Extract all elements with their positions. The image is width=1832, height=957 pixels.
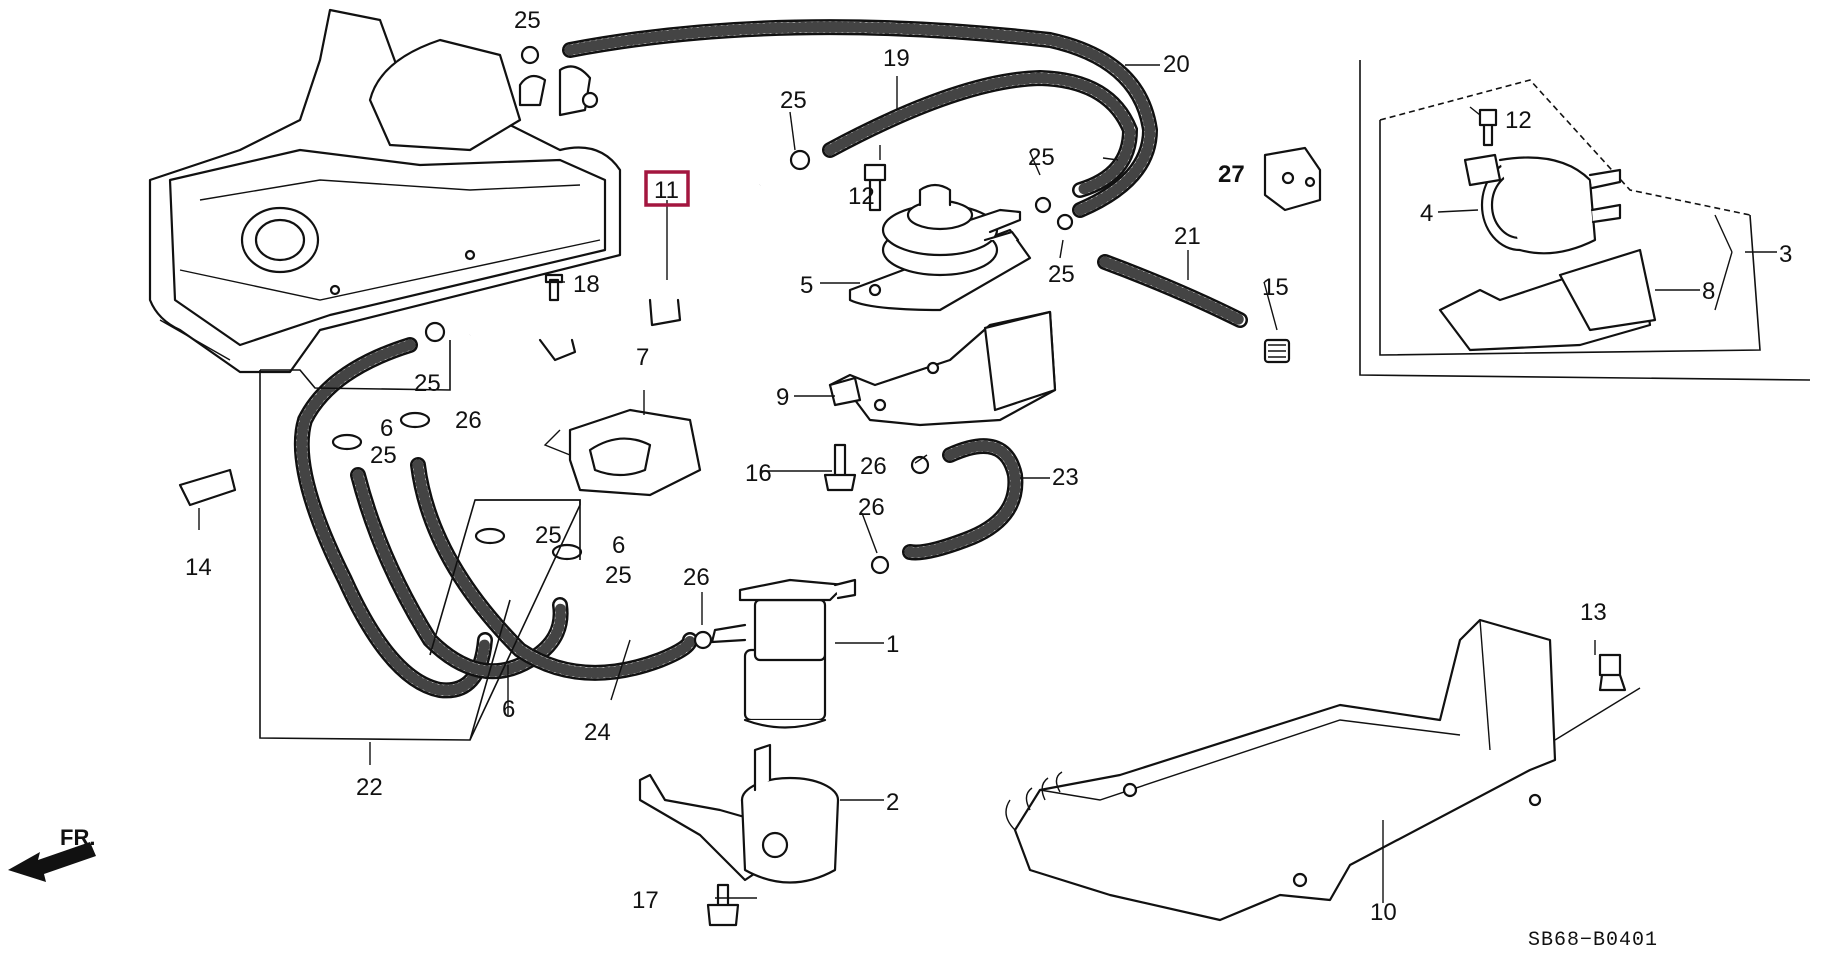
callout-16[interactable]: 16 (745, 460, 772, 487)
callout-14[interactable]: 14 (185, 554, 212, 581)
callout-25b[interactable]: 25 (780, 87, 807, 114)
callout-11[interactable]: 11 (654, 177, 679, 204)
leader-lines (198, 64, 1777, 903)
callout-17[interactable]: 17 (632, 887, 659, 914)
grommet-15 (1263, 338, 1291, 364)
callout-2[interactable]: 2 (886, 789, 899, 816)
inset-assembly-3 (1359, 60, 1811, 381)
skid-plate-10 (1005, 618, 1557, 922)
callout-25e[interactable]: 25 (414, 370, 441, 397)
hose-icon (293, 19, 1248, 699)
callout-6c[interactable]: 6 (502, 696, 515, 723)
fuel-tank-icon (148, 8, 622, 374)
fuel-pump-icon (848, 183, 1032, 312)
bracket-27 (1263, 146, 1322, 212)
group-frame-22 (259, 340, 581, 741)
relay-box-7 (543, 408, 702, 497)
diagram-code: SB68−B0401 (1528, 929, 1658, 952)
callout-21[interactable]: 21 (1174, 223, 1201, 250)
bolt-icon (544, 108, 1627, 927)
callout-9[interactable]: 9 (776, 384, 789, 411)
callout-10[interactable]: 10 (1370, 899, 1397, 926)
callout-5[interactable]: 5 (800, 272, 813, 299)
callout-25h[interactable]: 25 (605, 562, 632, 589)
callout-26c[interactable]: 26 (858, 494, 885, 521)
callout-13[interactable]: 13 (1580, 599, 1607, 626)
callout-19[interactable]: 19 (883, 45, 910, 72)
direction-arrow-icon: FR. (8, 825, 96, 882)
fuel-filter-icon (710, 578, 857, 729)
filter-holder-2 (638, 743, 840, 884)
callout-12a[interactable]: 12 (848, 183, 875, 210)
callout-27[interactable]: 27 (1218, 161, 1245, 188)
callout-25c[interactable]: 25 (1028, 144, 1055, 171)
pump-bracket-9 (828, 310, 1057, 427)
callout-6b[interactable]: 6 (612, 532, 625, 559)
callout-22[interactable]: 22 (356, 774, 383, 801)
callout-1[interactable]: 1 (886, 631, 899, 658)
callout-23[interactable]: 23 (1052, 464, 1079, 491)
callout-7[interactable]: 7 (636, 344, 649, 371)
fuel-pipe-11 (469, 184, 761, 362)
callout-12b[interactable]: 12 (1505, 107, 1532, 134)
callout-20[interactable]: 20 (1163, 51, 1190, 78)
callouts: 1 2 3 4 5 6 6 6 7 8 9 10 11 12 12 13 14 … (185, 7, 1792, 926)
callout-24[interactable]: 24 (584, 719, 611, 746)
callout-3[interactable]: 3 (1779, 241, 1792, 268)
callout-25d[interactable]: 25 (1048, 261, 1075, 288)
callout-6a[interactable]: 6 (380, 415, 393, 442)
callout-26a[interactable]: 26 (455, 407, 482, 434)
callout-26b[interactable]: 26 (860, 453, 887, 480)
callout-26d[interactable]: 26 (683, 564, 710, 591)
callout-25f[interactable]: 25 (370, 442, 397, 469)
direction-label: FR. (60, 825, 95, 850)
highlight-box-11 (644, 170, 690, 207)
callout-15[interactable]: 15 (1262, 274, 1289, 301)
callout-18[interactable]: 18 (573, 271, 600, 298)
callout-8[interactable]: 8 (1702, 278, 1715, 305)
callout-25a[interactable]: 25 (514, 7, 541, 34)
callout-25g[interactable]: 25 (535, 522, 562, 549)
callout-4[interactable]: 4 (1420, 200, 1433, 227)
